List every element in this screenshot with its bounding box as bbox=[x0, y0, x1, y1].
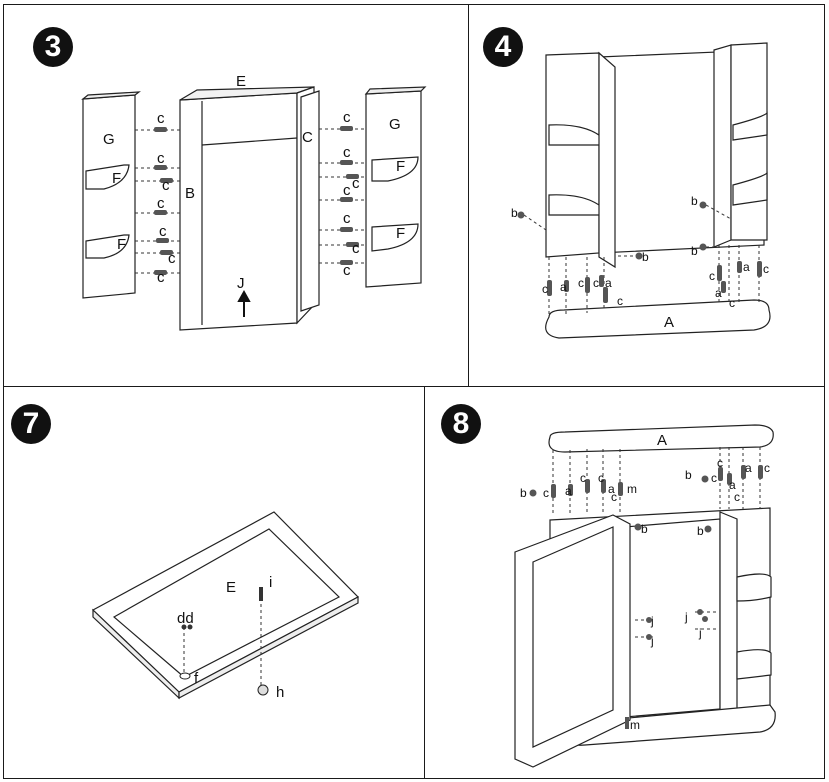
label-b-4: b bbox=[697, 524, 704, 538]
label-b-1: b bbox=[511, 206, 518, 220]
label-c-1: c bbox=[157, 110, 165, 127]
label-j-2: j bbox=[650, 634, 654, 648]
step-8-panel: 8 bbox=[424, 386, 825, 779]
label-F-4: F bbox=[396, 225, 405, 242]
label-C: C bbox=[302, 129, 313, 146]
label-b-2: b bbox=[691, 194, 698, 208]
label-c-2: c bbox=[578, 276, 584, 290]
step-4-drawing: A b b b b c a c c a c c a c a c bbox=[511, 42, 771, 339]
label-c-5: c bbox=[159, 223, 167, 240]
label-c-4: c bbox=[611, 490, 617, 504]
label-h: h bbox=[276, 684, 284, 701]
label-c-1: c bbox=[543, 486, 549, 500]
label-a-1: a bbox=[565, 484, 572, 498]
label-G-left: G bbox=[103, 131, 115, 148]
label-b-3: b bbox=[641, 522, 648, 536]
label-c-3: c bbox=[593, 276, 599, 290]
label-c-2: c bbox=[580, 471, 586, 485]
label-c-6: c bbox=[729, 296, 735, 310]
label-F-1: F bbox=[112, 170, 121, 187]
label-F-2: F bbox=[117, 236, 126, 253]
label-A: A bbox=[657, 432, 667, 449]
label-c-2: c bbox=[157, 150, 165, 167]
label-j-3: j bbox=[684, 610, 688, 624]
label-b-3: b bbox=[691, 244, 698, 258]
label-a-4: a bbox=[743, 260, 750, 274]
label-E: E bbox=[236, 73, 246, 90]
label-c-13: c bbox=[352, 240, 360, 257]
label-c-6: c bbox=[711, 471, 717, 485]
label-J: J bbox=[237, 275, 245, 292]
label-j-1: j bbox=[650, 614, 654, 628]
label-j-4: j bbox=[698, 626, 702, 640]
label-f: f bbox=[194, 670, 199, 687]
label-c-3: c bbox=[162, 177, 170, 194]
label-c-8: c bbox=[343, 109, 351, 126]
label-c-6: c bbox=[168, 250, 176, 267]
step-3-drawing: E G G F F F F B C J c c c c c c c c c c … bbox=[81, 73, 427, 331]
label-m-1: m bbox=[627, 482, 637, 496]
label-a-3: a bbox=[729, 478, 736, 492]
label-c-8: c bbox=[764, 461, 770, 475]
step-3-badge: 3 bbox=[33, 27, 73, 67]
step-8-drawing: A b b b b c a c c a c m c c a c a c j j … bbox=[514, 424, 776, 768]
label-b-4: b bbox=[642, 250, 649, 264]
label-c-1: c bbox=[542, 282, 548, 296]
label-c-4: c bbox=[617, 294, 623, 308]
label-c-14: c bbox=[343, 262, 351, 279]
label-c-3: c bbox=[598, 471, 604, 485]
label-b-1: b bbox=[520, 486, 527, 500]
step-4-badge: 4 bbox=[483, 27, 523, 67]
label-G-right: G bbox=[389, 116, 401, 133]
step-3-panel: 3 bbox=[3, 4, 469, 387]
label-F-3: F bbox=[396, 158, 405, 175]
label-c-7: c bbox=[763, 262, 769, 276]
label-dd: dd bbox=[177, 610, 194, 627]
step-7-drawing: E i dd f h bbox=[91, 511, 359, 701]
label-B: B bbox=[185, 185, 195, 202]
label-c-7: c bbox=[157, 269, 165, 286]
label-E: E bbox=[226, 579, 236, 596]
label-c-5: c bbox=[709, 269, 715, 283]
label-c-10: c bbox=[352, 175, 360, 192]
label-a-2: a bbox=[605, 276, 612, 290]
label-b-2: b bbox=[685, 468, 692, 482]
label-c-7: c bbox=[734, 490, 740, 504]
label-a-2: a bbox=[608, 482, 615, 496]
step-4-panel: 4 bbox=[468, 4, 825, 387]
label-c-12: c bbox=[343, 210, 351, 227]
label-a-3: a bbox=[715, 286, 722, 300]
label-c-9: c bbox=[343, 144, 351, 161]
label-c-11: c bbox=[343, 182, 351, 199]
label-a-1: a bbox=[560, 280, 567, 294]
label-c-4: c bbox=[157, 195, 165, 212]
step-7-panel: 7 E i dd f h bbox=[3, 386, 425, 779]
label-A: A bbox=[664, 314, 674, 331]
label-a-4: a bbox=[745, 461, 752, 475]
step-7-badge: 7 bbox=[11, 404, 51, 444]
label-i: i bbox=[269, 574, 272, 591]
label-c-5: c bbox=[717, 456, 723, 470]
step-8-badge: 8 bbox=[441, 404, 481, 444]
label-m-2: m bbox=[630, 718, 640, 732]
